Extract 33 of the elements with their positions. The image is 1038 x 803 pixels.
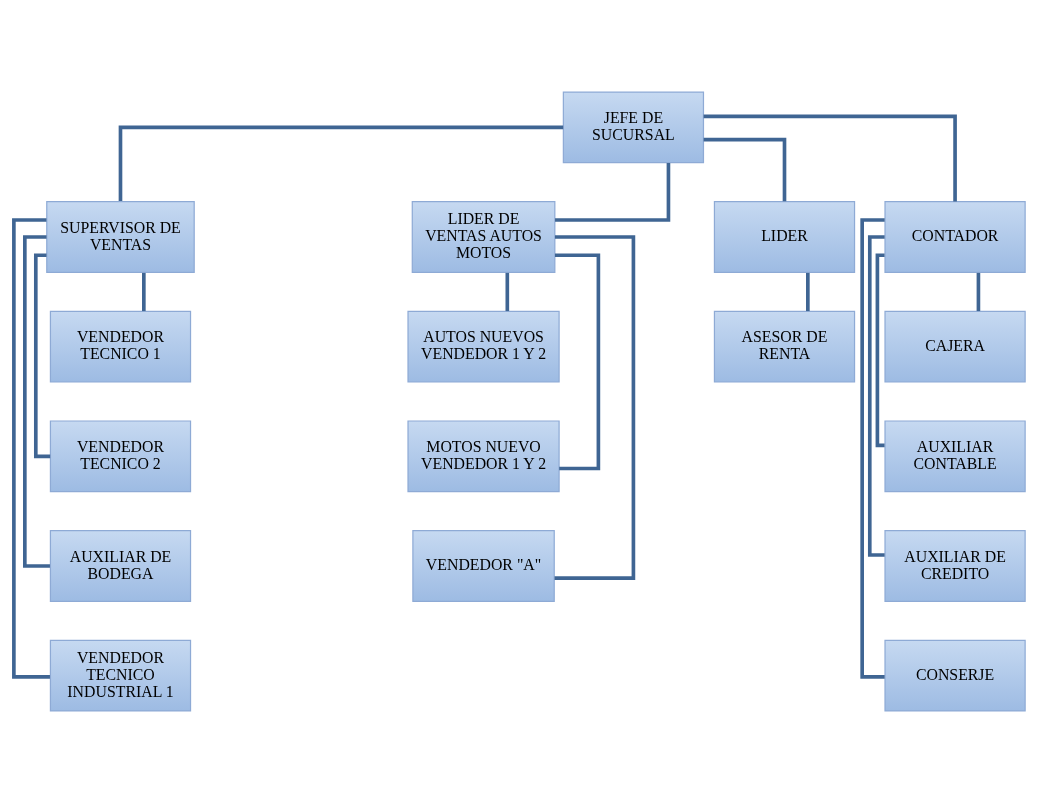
node-box: LIDER xyxy=(713,201,855,273)
connector xyxy=(118,125,563,202)
connector xyxy=(554,162,670,222)
node-box: CAJERA xyxy=(883,310,1026,383)
node-box: AUXILIAR DE BODEGA xyxy=(49,530,191,602)
node-box: SUPERVISOR DE VENTAS xyxy=(45,201,195,273)
connector xyxy=(703,137,786,202)
node-box: CONTADOR xyxy=(883,201,1026,273)
node-box: VENDEDOR TECNICO 1 xyxy=(49,310,191,383)
node-box: ASESOR DE RENTA xyxy=(713,310,855,383)
connector xyxy=(11,218,50,679)
connector xyxy=(867,235,885,557)
node-box: AUXILIAR CONTABLE xyxy=(883,420,1026,493)
connector xyxy=(505,272,509,312)
node-box: AUXILIAR DE CREDITO xyxy=(883,530,1026,602)
connector xyxy=(33,253,50,459)
connector xyxy=(554,253,600,471)
node-box: JEFE DE SUCURSAL xyxy=(562,91,704,164)
node-box: LIDER DE VENTAS AUTOS MOTOS xyxy=(411,201,555,273)
node-box: AUTOS NUEVOS VENDEDOR 1 Y 2 xyxy=(406,310,560,383)
connector xyxy=(703,114,957,202)
connector xyxy=(22,235,50,568)
connector xyxy=(554,235,635,580)
node-box: VENDEDOR TECNICO INDUSTRIAL 1 xyxy=(49,639,191,712)
connector xyxy=(805,272,810,312)
connector xyxy=(875,253,885,448)
node-box: VENDEDOR TECNICO 2 xyxy=(49,420,191,493)
node-box: VENDEDOR "A" xyxy=(411,530,555,602)
node-box: CONSERJE xyxy=(883,639,1026,712)
node-box: MOTOS NUEVO VENDEDOR 1 Y 2 xyxy=(406,420,560,493)
connector xyxy=(976,272,980,312)
connector xyxy=(141,272,146,312)
connector xyxy=(859,218,885,679)
